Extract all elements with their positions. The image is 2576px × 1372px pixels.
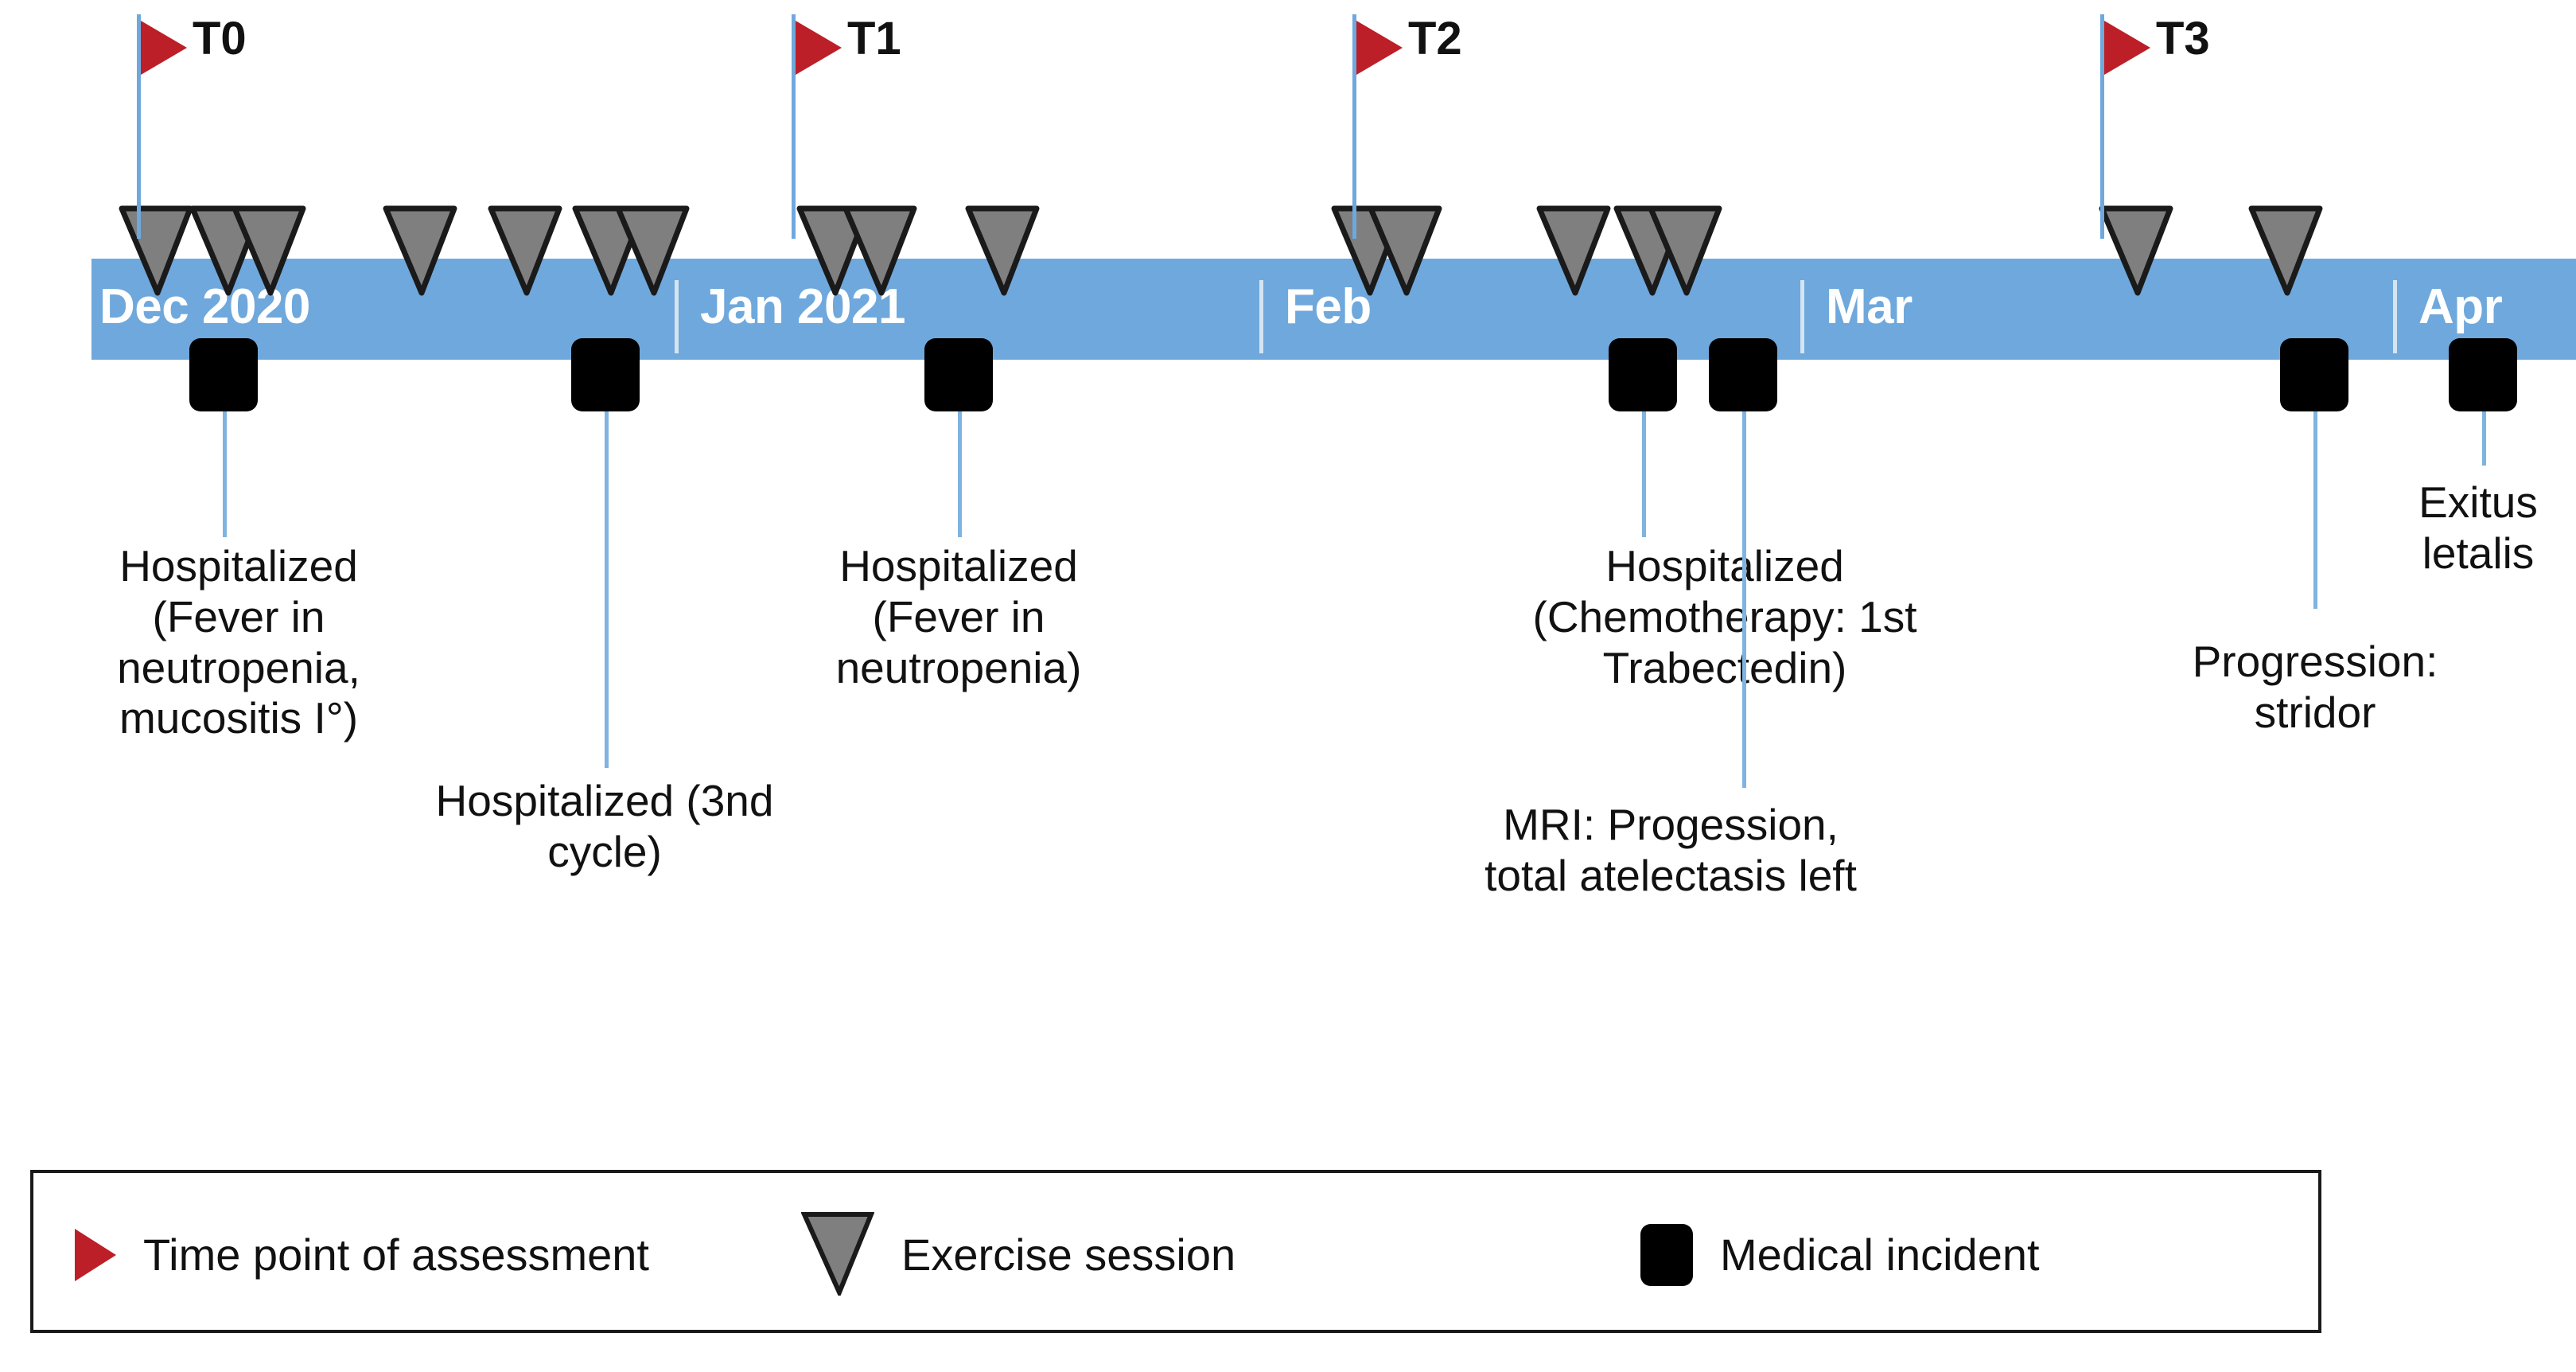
medical-incident-marker — [2449, 338, 2517, 411]
flag-pole — [137, 14, 141, 239]
assessment-label: T0 — [193, 13, 247, 64]
month-label-feb: Feb — [1285, 279, 1372, 334]
triangle-down-icon — [231, 203, 307, 297]
month-divider — [1800, 280, 1804, 353]
triangle-down-icon — [796, 203, 872, 297]
incident-connector-line — [223, 398, 227, 537]
red-flag-icon — [75, 1228, 116, 1281]
legend-item-assessment: Time point of assessment — [75, 1173, 649, 1336]
incident-connector-line — [1742, 398, 1746, 788]
month-divider — [1259, 280, 1263, 353]
legend-box: Time point of assessment Exercise sessio… — [30, 1170, 2321, 1333]
month-label-apr: Apr — [2418, 279, 2503, 334]
month-label-jan-2021: Jan 2021 — [700, 279, 906, 334]
incident-connector-line — [1642, 398, 1646, 537]
triangle-down-icon — [487, 203, 563, 297]
legend-item-exercise: Exercise session — [800, 1173, 1236, 1336]
red-flag-icon — [141, 21, 187, 75]
medical-incident-marker — [1709, 338, 1777, 411]
legend-item-incident: Medical incident — [1640, 1173, 2040, 1336]
month-divider — [675, 280, 679, 353]
assessment-label: T3 — [2156, 13, 2210, 64]
legend-label-incident: Medical incident — [1720, 1229, 2040, 1280]
medical-incident-marker — [924, 338, 993, 411]
medical-incident-marker — [189, 338, 258, 411]
incident-note-progression-stridor: Progression: stridor — [2192, 637, 2438, 737]
medical-incident-marker — [571, 338, 640, 411]
month-divider — [2393, 280, 2397, 353]
black-square-icon — [1640, 1223, 1693, 1286]
triangle-down-icon — [800, 1210, 875, 1300]
incident-connector-line — [605, 398, 609, 768]
triangle-down-icon — [118, 203, 194, 297]
incident-note-exitus-letalis: Exitus letalis — [2418, 477, 2538, 578]
triangle-down-icon — [1367, 203, 1443, 297]
triangle-down-icon — [2247, 203, 2324, 297]
triangle-down-icon — [2098, 203, 2174, 297]
assessment-label: T1 — [847, 13, 901, 64]
incident-connector-line — [2482, 398, 2486, 466]
flag-pole — [1352, 14, 1356, 239]
incident-connector-line — [2313, 398, 2317, 609]
assessment-label: T2 — [1408, 13, 1462, 64]
red-flag-icon — [796, 21, 842, 75]
legend-label-exercise: Exercise session — [901, 1229, 1236, 1280]
timeline-bar — [91, 259, 2576, 360]
flag-pole — [2100, 14, 2104, 239]
red-flag-icon — [2104, 21, 2150, 75]
incident-note-hospitalized-fever-neutropenia-mucositis: Hospitalized (Fever in neutropenia, muco… — [117, 541, 360, 743]
medical-incident-marker — [2280, 338, 2348, 411]
red-flag-icon — [1356, 21, 1403, 75]
incident-connector-line — [958, 398, 962, 537]
triangle-down-icon — [964, 203, 1041, 297]
incident-note-hospitalized-3nd-cycle: Hospitalized (3nd cycle) — [435, 776, 774, 876]
month-label-dec-2020: Dec 2020 — [99, 279, 310, 334]
medical-incident-marker — [1609, 338, 1677, 411]
month-label-mar: Mar — [1826, 279, 1913, 334]
flag-pole — [792, 14, 796, 239]
incident-note-hospitalized-chemotherapy-trabectedin: Hospitalized (Chemotherapy: 1st Trabecte… — [1532, 541, 1917, 692]
incident-note-mri-progession-atelectasis: MRI: Progession, total atelectasis left — [1485, 800, 1857, 900]
triangle-down-icon — [382, 203, 458, 297]
triangle-down-icon — [614, 203, 691, 297]
triangle-down-icon — [1647, 203, 1723, 297]
legend-label-assessment: Time point of assessment — [143, 1229, 649, 1280]
triangle-down-icon — [1535, 203, 1612, 297]
incident-note-hospitalized-fever-neutropenia: Hospitalized (Fever in neutropenia) — [835, 541, 1082, 692]
triangle-down-icon — [842, 203, 918, 297]
